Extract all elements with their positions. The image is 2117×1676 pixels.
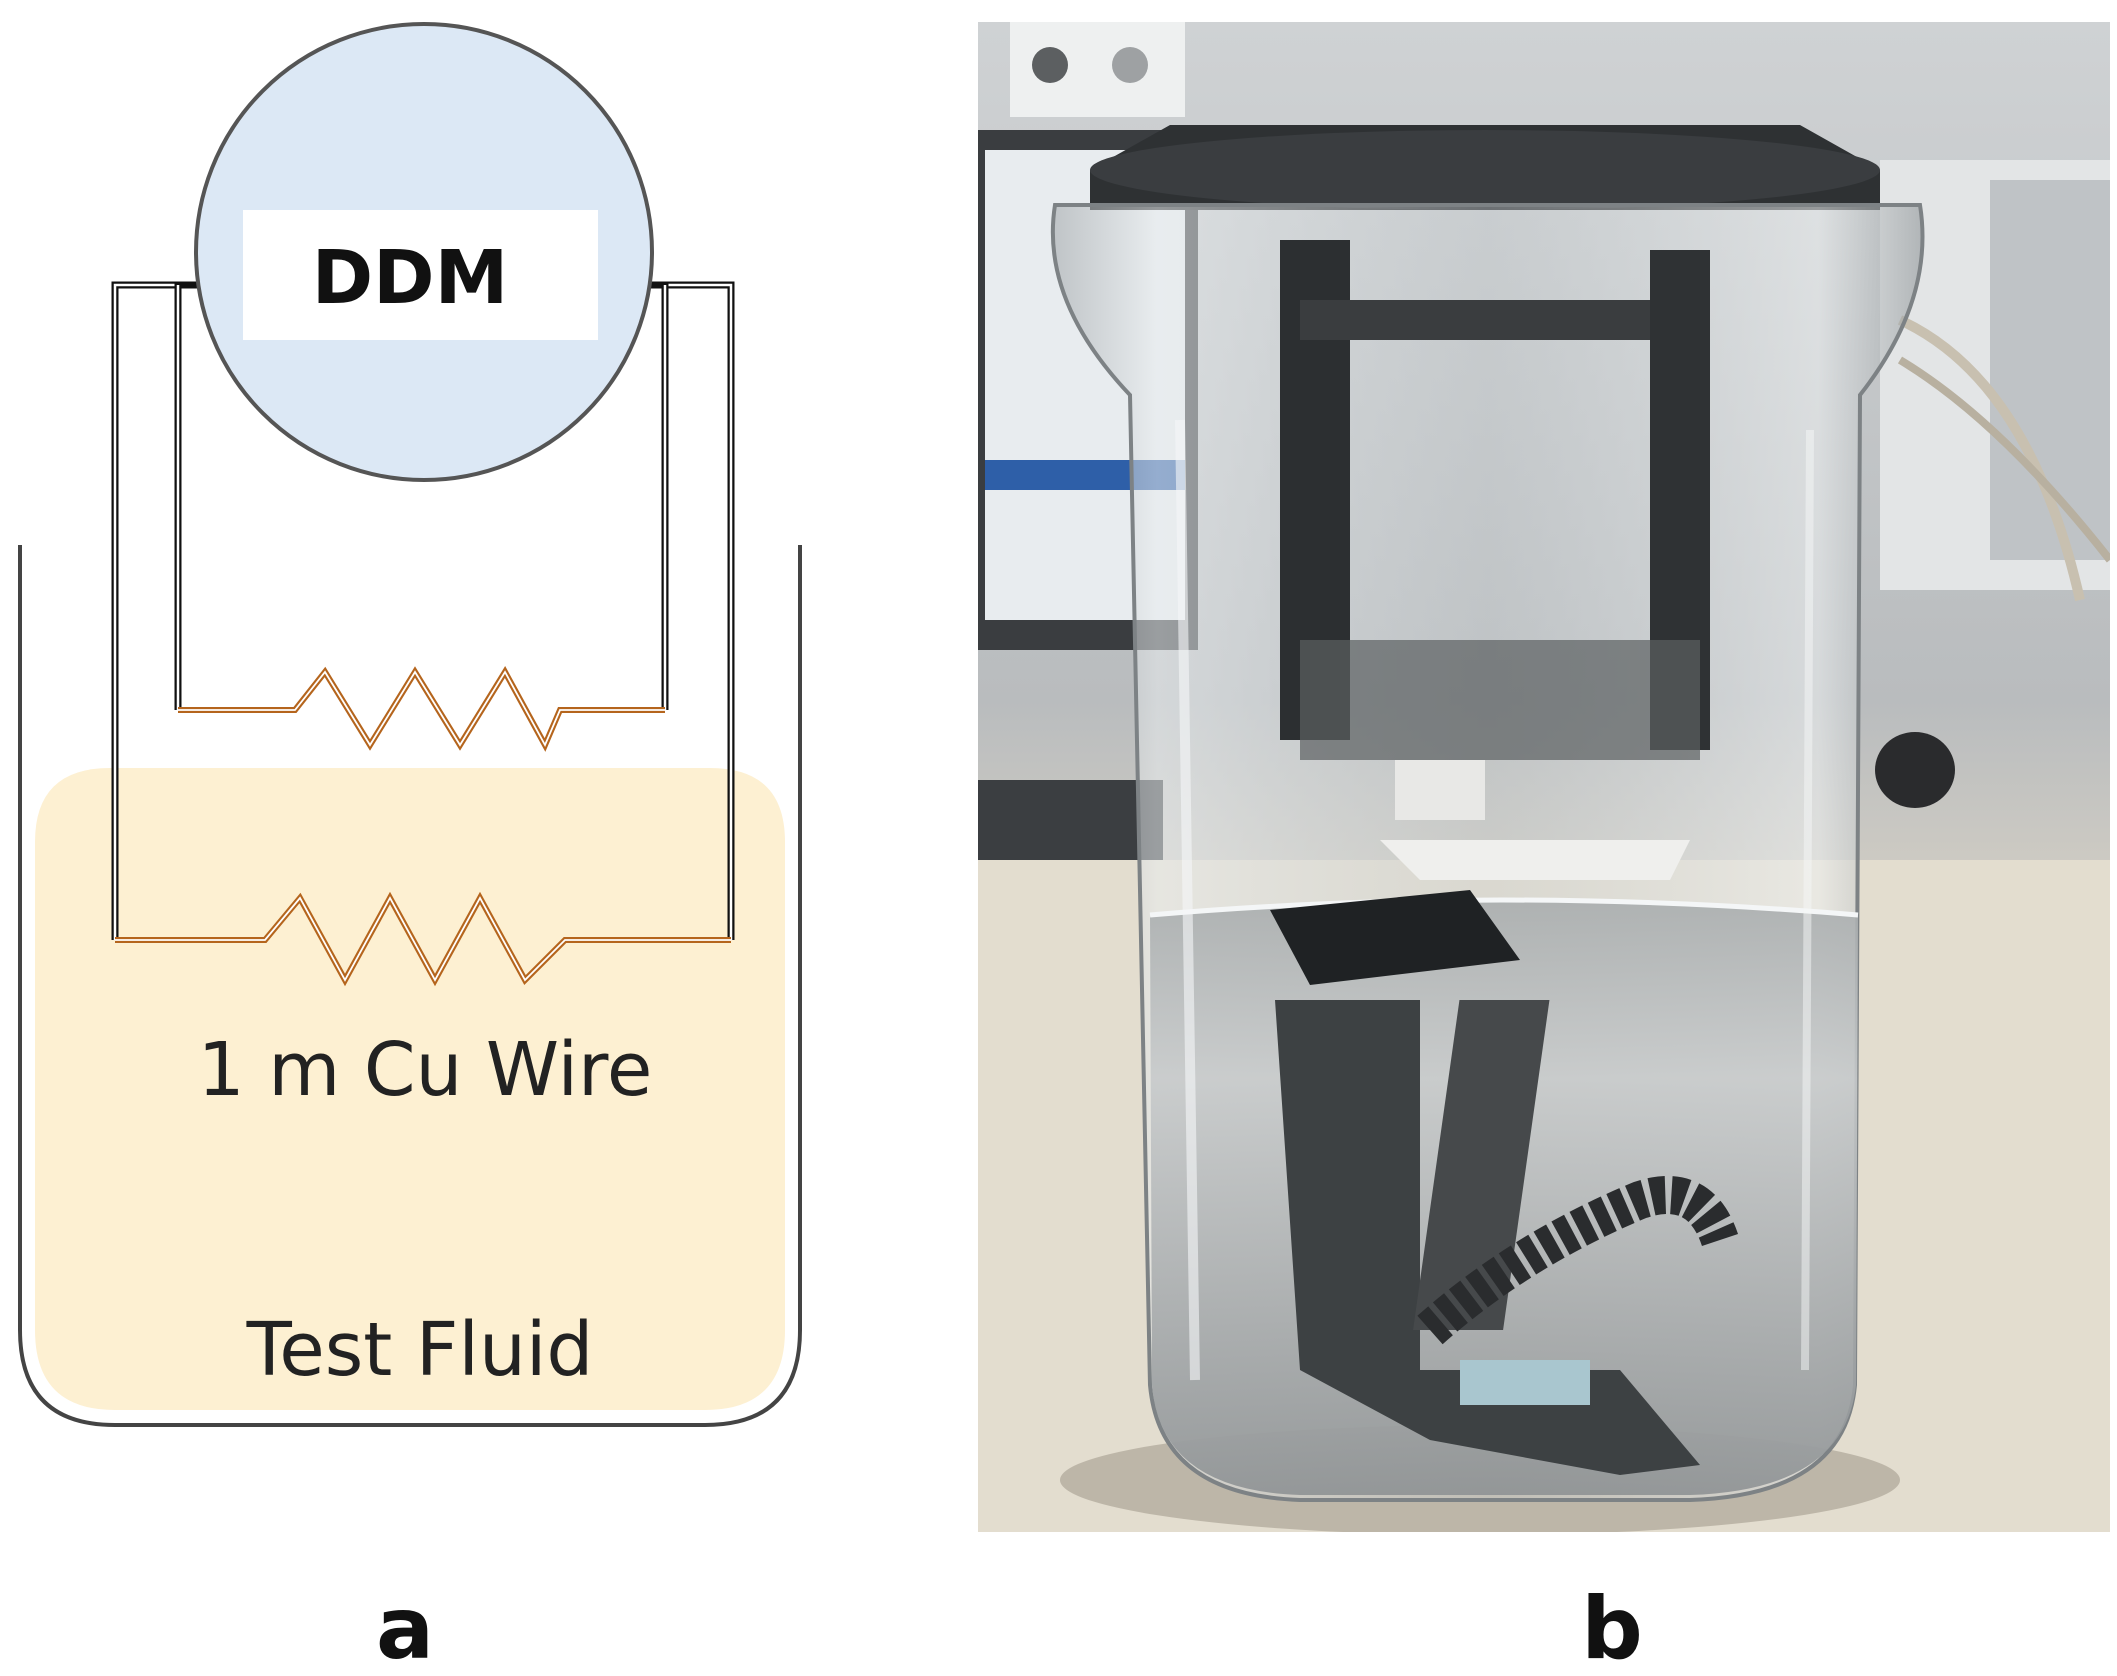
specimen-block: [1395, 760, 1485, 820]
coiled-cu-wire: [1417, 1176, 1739, 1345]
container-outline: [18, 545, 802, 1427]
fluid-label: Test Fluid: [246, 1307, 594, 1393]
fixture-plate: [1270, 890, 1520, 985]
panel-a-schematic: DDM 1 m Cu Wire Test Fluid a: [18, 22, 802, 1676]
test-fluid-region: [35, 768, 785, 1410]
panel-a-caption: a: [376, 1579, 434, 1676]
cu-wire-resistor-core: [115, 896, 731, 982]
fixture-lower-frame: [1275, 1000, 1700, 1475]
wire-label: 1 m Cu Wire: [198, 1027, 653, 1113]
reference-resistor-core: [178, 670, 665, 748]
ddm-label: DDM: [312, 235, 509, 321]
ddm-label-box: [243, 210, 598, 340]
inner-wire-white-core: [176, 285, 667, 710]
panel-b-photo: b: [978, 22, 2110, 1676]
panel-b-caption: b: [1581, 1579, 1643, 1676]
keyboard: [978, 780, 1163, 870]
